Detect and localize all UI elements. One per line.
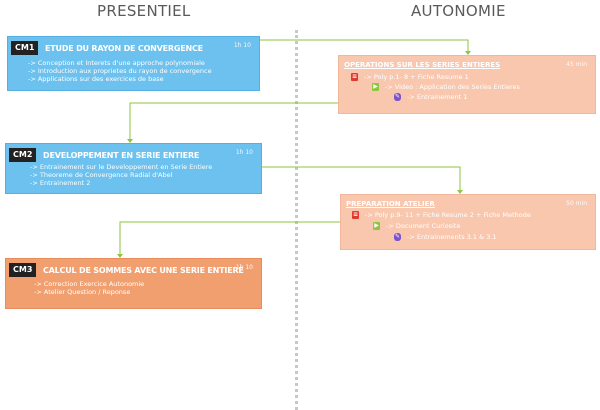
cm2-item: -> Entrainement 2 <box>30 179 91 187</box>
cm3-box: CM3 CALCUL DE SOMMES AVEC UNE SERIE ENTI… <box>5 258 262 309</box>
column-divider <box>295 30 298 410</box>
connector-cm1-aut1 <box>260 39 469 53</box>
aut1-box: OPERATIONS SUR LES SERIES ENTIERES 45 mi… <box>338 55 596 114</box>
arrowhead-aut2 <box>457 190 463 194</box>
cm1-item: -> Applications sur des exercices de bas… <box>28 75 164 83</box>
aut1-duration: 45 min <box>566 61 587 68</box>
arrowhead-aut1 <box>465 51 471 55</box>
arrowhead-cm3 <box>117 254 123 258</box>
cm2-box: CM2 DEVELOPPEMENT EN SERIE ENTIERE 1h 10… <box>5 143 262 194</box>
cm3-item: -> Correction Exercice Autonomie <box>34 280 145 288</box>
cm1-item: -> Introduction aux proprietes du rayon … <box>28 67 212 75</box>
aut2-line-doc: -> Poly p.9- 11 + Fiche Resume 2 + Fiche… <box>365 211 531 219</box>
cm2-item: -> Entrainement sur le Developpement en … <box>30 163 213 171</box>
cm3-item: -> Atelier Question / Reponse <box>34 288 131 296</box>
document-icon: ≡ <box>351 73 358 81</box>
aut2-title: PREPARATION ATELIER <box>346 200 435 208</box>
cm2-title: DEVELOPPEMENT EN SERIE ENTIERE <box>43 151 200 160</box>
document-icon: ≡ <box>352 211 359 219</box>
connector-aut1-cm2 <box>129 102 340 141</box>
exercise-icon: ✎ <box>394 233 401 241</box>
aut1-title: OPERATIONS SUR LES SERIES ENTIERES <box>344 61 501 69</box>
video-icon: ▶ <box>373 222 380 230</box>
cm1-box: CM1 ETUDE DU RAYON DE CONVERGENCE 1h 10 … <box>7 36 260 91</box>
video-icon: ▶ <box>372 83 379 91</box>
connector-aut2-cm3 <box>119 221 342 256</box>
connector-cm2-aut2 <box>262 166 461 192</box>
aut2-duration: 50 min <box>566 200 587 207</box>
cm1-item: -> Conception et Interets d'une approche… <box>28 59 205 67</box>
aut1-line-video: -> Video : Application des Series Entier… <box>385 83 520 91</box>
cm1-title: ETUDE DU RAYON DE CONVERGENCE <box>45 44 203 53</box>
aut1-line-doc: -> Poly p.1- 8 + Fiche Resume 1 <box>364 73 469 81</box>
cm1-tag: CM1 <box>11 41 39 55</box>
exercise-icon: ✎ <box>394 93 401 101</box>
cm1-duration: 1h 10 <box>233 42 251 49</box>
cm2-tag: CM2 <box>9 148 37 162</box>
cm3-tag: CM3 <box>9 263 37 277</box>
cm3-items: -> Correction Exercice Autonomie -> Atel… <box>34 280 144 296</box>
cm3-duration: 1h 10 <box>235 264 253 271</box>
aut1-line-exercise: -> Entrainement 1 <box>407 93 468 101</box>
aut2-line-exercise: -> Entrainements 3.1 & 3.1 <box>407 233 497 241</box>
cm1-items: -> Conception et Interets d'une approche… <box>28 59 212 83</box>
cm2-duration: 1h 10 <box>235 149 253 156</box>
aut2-line-video: -> Document Curiosite <box>386 222 461 230</box>
aut2-box: PREPARATION ATELIER 50 min ≡ -> Poly p.9… <box>340 194 596 250</box>
arrowhead-cm2 <box>127 139 133 143</box>
cm2-items: -> Entrainement sur le Developpement en … <box>30 163 212 187</box>
column-title-autonomie: AUTONOMIE <box>411 2 506 20</box>
column-title-presentiel: PRESENTIEL <box>97 2 191 20</box>
cm3-title: CALCUL DE SOMMES AVEC UNE SERIE ENTIERE <box>43 266 244 275</box>
cm2-item: -> Theoreme de Convergence Radial d'Abel <box>30 171 173 179</box>
